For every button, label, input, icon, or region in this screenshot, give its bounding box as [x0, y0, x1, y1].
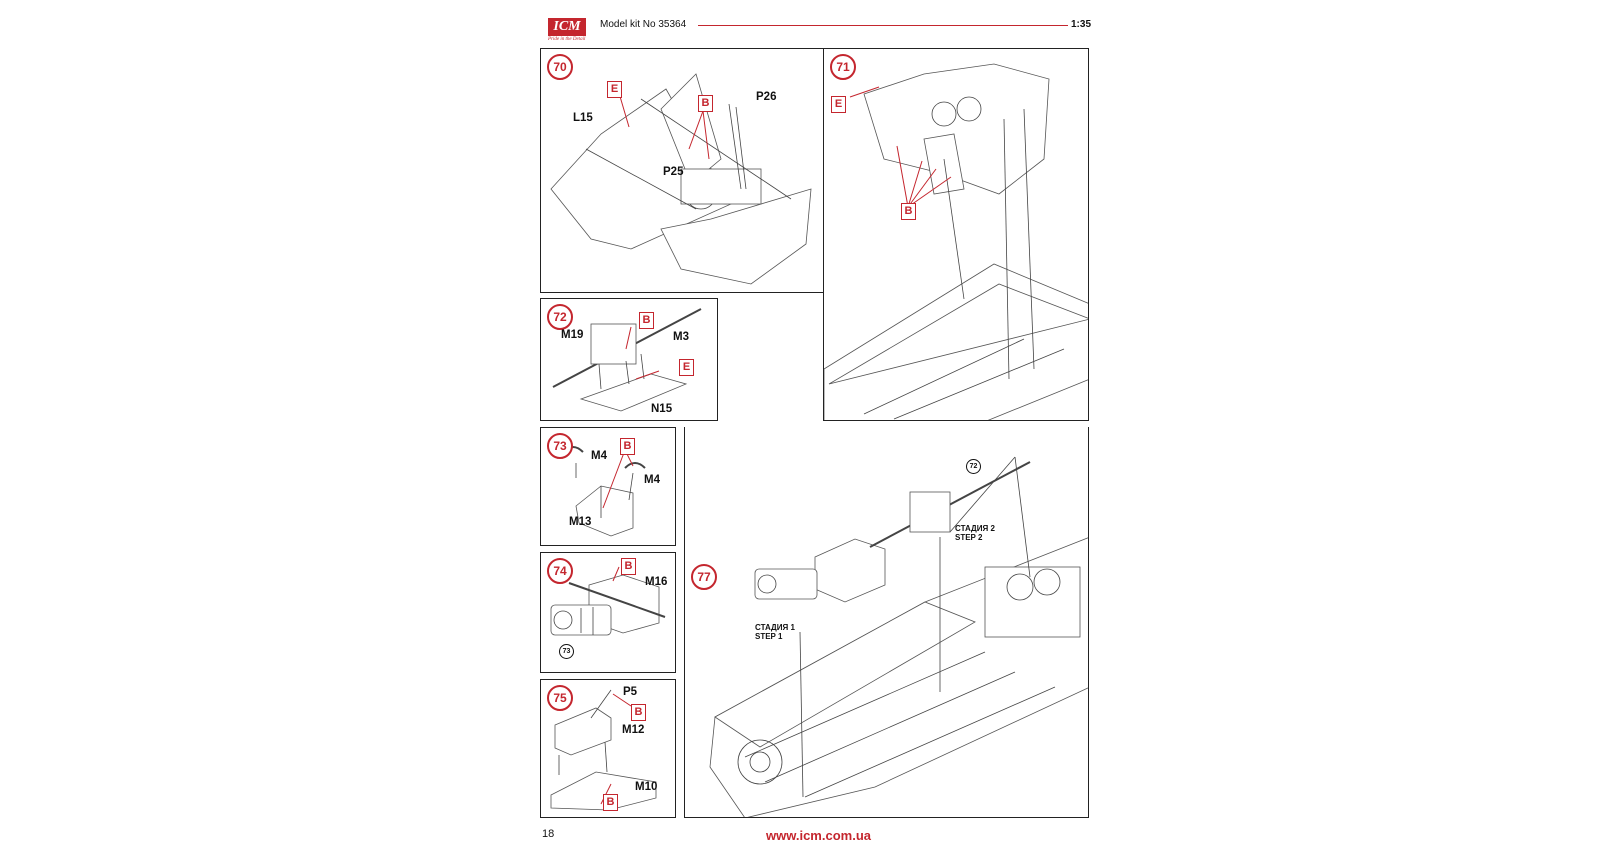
step-77-badge: 77	[691, 564, 717, 590]
step-74-panel: 74 B M16 73	[540, 552, 676, 673]
website-link[interactable]: www.icm.com.ua	[766, 828, 871, 843]
step-75-drawing	[550, 689, 657, 811]
part-label: N15	[651, 403, 673, 415]
logo-tagline: Pride in the Detail	[548, 37, 586, 42]
step-74-badge: 74	[547, 558, 573, 584]
step-77-drawing	[709, 456, 1088, 817]
step-73-panel: 73 B M4 M4 M13	[540, 427, 676, 546]
icm-logo: ICM	[548, 18, 586, 36]
stage-2-label-en: STEP 2	[955, 533, 983, 542]
step-74-sprue-b: B	[621, 558, 636, 575]
step-72-sprue-e: E	[679, 359, 694, 376]
step-75-panel: 75 B B P5 M12 M10	[540, 679, 676, 818]
part-label: M19	[561, 329, 584, 341]
step-ref-badge: 73	[559, 644, 574, 659]
step-70-sprue-b: B	[698, 95, 713, 112]
part-label: L15	[573, 112, 593, 124]
part-label: M3	[673, 331, 689, 343]
step-75-sprue-b: B	[631, 704, 646, 721]
step-ref-badge: 72	[966, 459, 981, 474]
step-72-drawing	[552, 308, 702, 412]
step-77-panel: 77 72 СТАДИЯ 1 STEP 1 СТАДИЯ 2 STEP 2	[684, 427, 1089, 818]
stage-1-label-ru: СТАДИЯ 1	[755, 623, 795, 632]
part-label: M12	[622, 724, 645, 736]
step-71-sprue-e: E	[831, 96, 846, 113]
step-75-sprue-b-lower: B	[603, 794, 618, 811]
step-72-badge: 72	[547, 304, 573, 330]
step-72-panel: 72 B E M19 M3 N15	[540, 298, 718, 421]
kit-label: Model kit No 35364	[600, 19, 687, 30]
step-70-drawing	[550, 73, 812, 285]
page-number: 18	[542, 828, 555, 840]
step-72-sprue-b: B	[639, 312, 654, 329]
part-label: M13	[569, 516, 592, 528]
part-label: P25	[663, 166, 684, 178]
step-73-sprue-b: B	[620, 438, 635, 455]
step-71-badge: 71	[830, 54, 856, 80]
part-label: P5	[623, 686, 638, 698]
part-label: M16	[645, 576, 668, 588]
step-70-panel: 70 E B L15 P26 P25	[540, 48, 824, 293]
step-71-drawing	[824, 63, 1088, 420]
stage-2-label-ru: СТАДИЯ 2	[955, 524, 995, 533]
step-70-badge: 70	[547, 54, 573, 80]
step-73-badge: 73	[547, 433, 573, 459]
part-label: P26	[756, 91, 777, 103]
step-71-sprue-b: B	[901, 203, 916, 220]
part-label: M4	[591, 450, 607, 462]
stage-1-label-en: STEP 1	[755, 632, 783, 641]
part-label: M4	[644, 474, 660, 486]
step-74-drawing	[550, 566, 666, 636]
scale-label: 1:35	[1071, 19, 1092, 30]
step-75-badge: 75	[547, 685, 573, 711]
part-label: M10	[635, 781, 658, 793]
step-73-drawing	[562, 446, 646, 537]
header-rule	[698, 25, 1068, 26]
step-70-sprue-e: E	[607, 81, 622, 98]
step-71-panel: 71 E B	[823, 48, 1089, 421]
